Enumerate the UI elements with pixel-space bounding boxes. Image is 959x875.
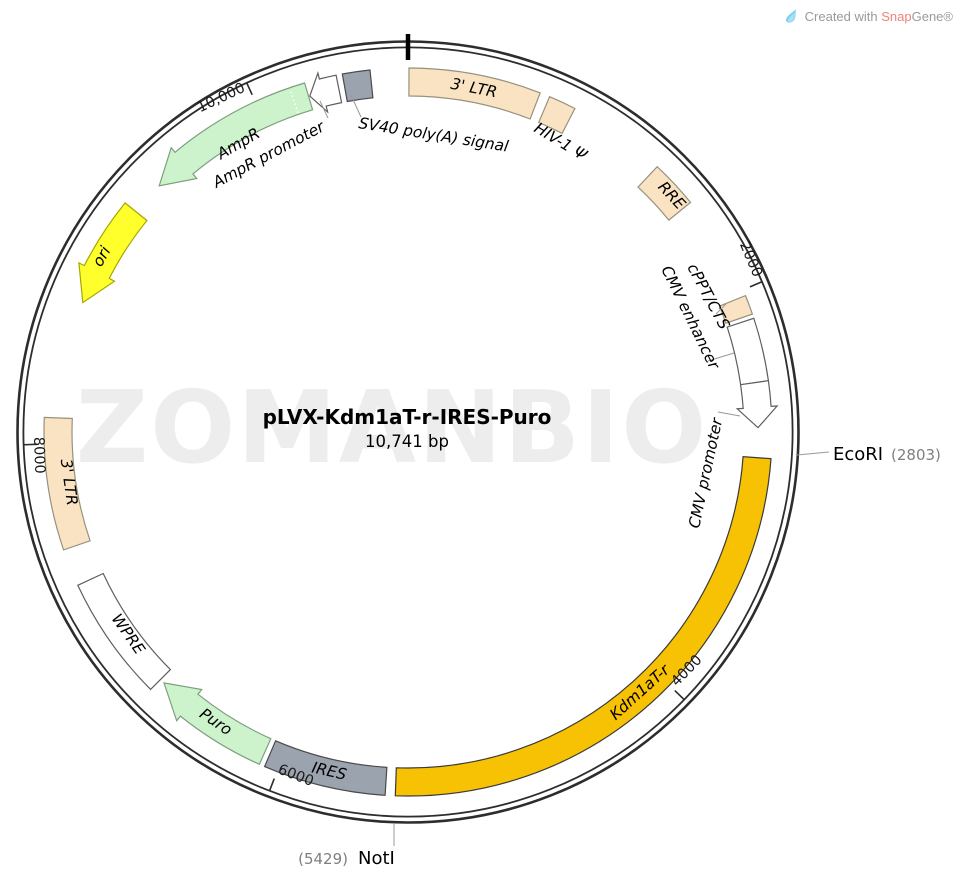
tick-label-8000: 8000 — [30, 437, 47, 474]
feature-ampr — [158, 82, 314, 187]
feature-hiv-1- — [537, 95, 576, 135]
credit-brand-gene: Gene® — [911, 8, 953, 24]
site-noti-name: NotI — [358, 848, 395, 869]
site-ecori-pos: (2803) — [891, 446, 941, 464]
feature-ires — [263, 740, 388, 796]
tick-marks-layer — [23, 82, 763, 792]
plasmid-size: 10,741 bp — [365, 432, 449, 451]
tick-mark-4000 — [674, 689, 685, 701]
credit-text: Created with SnapGene® — [804, 8, 953, 24]
label-kdm1at-r: Kdm1aT-r — [606, 660, 674, 724]
feature-sv40-poly-a-signal — [341, 69, 374, 103]
feature-cmv-promoter — [735, 380, 779, 429]
feature-kdm1at-r — [394, 455, 772, 797]
callout-ampr-promoter — [319, 100, 329, 119]
plasmid-title: pLVX-Kdm1aT-r-IRES-Puro — [263, 405, 552, 429]
feature-rre — [637, 165, 692, 221]
callout-cmv-promoter — [717, 411, 741, 417]
watermark-text: ZOMANBIO — [76, 369, 709, 486]
callout-ecori — [796, 451, 830, 456]
site-noti-pos: (5429) — [298, 850, 348, 868]
feature-3-ltr — [408, 67, 541, 120]
tick-mark-6000 — [268, 778, 276, 792]
feature-cppt-cts — [718, 294, 754, 324]
label-sv40-polya: SV40 poly(A) signal — [357, 114, 510, 156]
feature-puro — [163, 682, 272, 766]
tick-mark-2000 — [749, 281, 763, 288]
callout-sv40 — [350, 94, 362, 118]
snapgene-credit: Created with SnapGene® — [783, 8, 953, 24]
feature-wpre — [77, 572, 172, 691]
callout-cppt-cts — [715, 303, 727, 315]
tick-mark-10000 — [245, 82, 253, 96]
credit-brand-snap: Snap — [881, 8, 912, 24]
feature-ampr-promoter — [309, 71, 343, 114]
feature-3-ltr — [43, 416, 91, 551]
feature-cmv-enhancer — [726, 317, 770, 386]
snapgene-icon — [785, 9, 796, 23]
tick-label-2000: 2000 — [736, 239, 765, 279]
callout-cmv-enhancer — [707, 352, 735, 362]
feature-ori — [78, 202, 148, 304]
feature-shapes-layer — [43, 67, 779, 797]
site-ecori-name: EcoRI — [833, 444, 883, 465]
